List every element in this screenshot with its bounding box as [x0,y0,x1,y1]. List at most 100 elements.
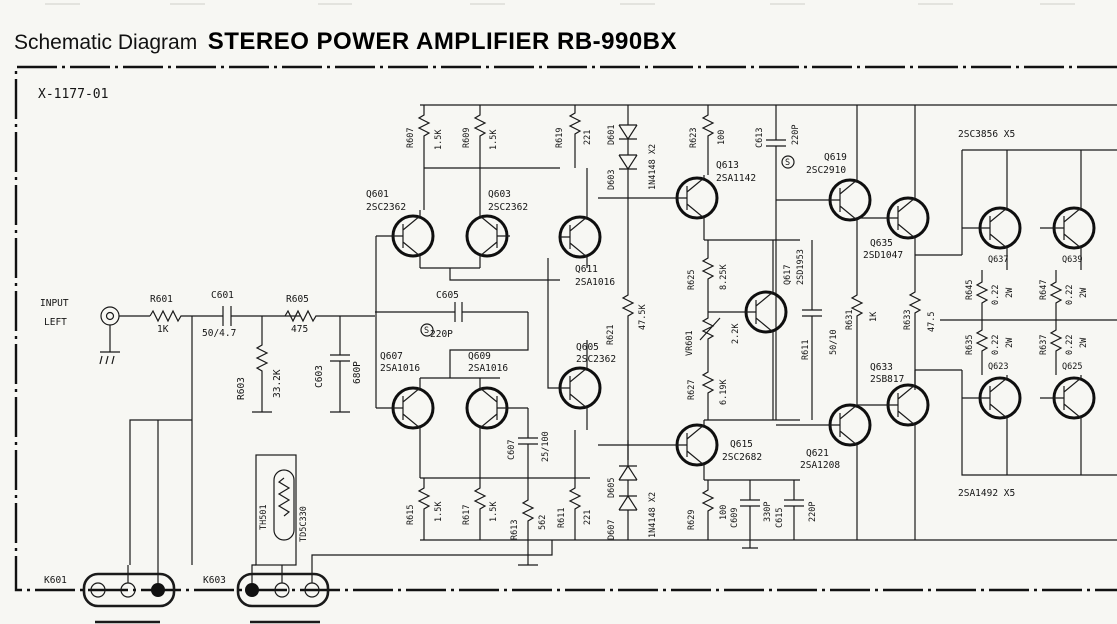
svg-text:2SD1953: 2SD1953 [796,249,806,285]
svg-text:2SC2362: 2SC2362 [576,354,616,365]
r603-symbol [252,316,272,413]
svg-text:R621: R621 [606,325,616,345]
svg-text:R623: R623 [689,128,699,148]
svg-text:C603: C603 [314,365,325,388]
svg-text:680P: 680P [352,361,363,384]
svg-text:C613: C613 [755,128,765,148]
r605-symbol [284,309,375,323]
svg-text:TH501: TH501 [259,504,269,530]
header-title: STEREO POWER AMPLIFIER RB-990BX [207,28,678,55]
board-border [14,65,1117,592]
svg-text:2SC2910: 2SC2910 [806,165,846,176]
svg-text:Q619: Q619 [824,152,847,163]
svg-text:Q635: Q635 [870,238,893,249]
svg-text:D607: D607 [607,520,617,540]
svg-text:2.2K: 2.2K [731,323,741,344]
diagram-header: Schematic Diagram STEREO POWER AMPLIFIER… [14,28,677,56]
svg-text:Q621: Q621 [806,448,829,459]
svg-text:R647: R647 [1039,280,1049,300]
svg-text:2W: 2W [1005,287,1015,298]
svg-text:Q609: Q609 [468,351,491,362]
input-section: INPUT LEFT R601 1K C601 50/4.7 R603 33.2… [40,290,375,565]
svg-text:R611: R611 [557,508,567,528]
svg-text:VR601: VR601 [685,330,695,356]
r601-symbol [149,309,215,323]
svg-text:R603: R603 [236,377,247,400]
svg-text:R631: R631 [845,310,855,330]
svg-text:2W: 2W [1079,337,1089,348]
svg-text:R613: R613 [510,520,520,540]
svg-text:Q603: Q603 [488,189,511,200]
vas-stage: R623 100 Q613 2SA1142 C613 220P S R625 8… [598,105,839,549]
svg-text:R645: R645 [965,280,975,300]
input-label-2: LEFT [44,317,67,328]
svg-text:1.5K: 1.5K [489,501,499,522]
svg-text:R609: R609 [462,128,472,148]
svg-text:C609: C609 [730,508,740,528]
svg-text:R625: R625 [687,270,697,290]
svg-text:2W: 2W [1079,287,1089,298]
svg-text:0.22: 0.22 [991,285,1001,305]
svg-text:221: 221 [583,130,593,145]
svg-text:1K: 1K [157,324,169,335]
connector-k601: K601 [44,420,176,624]
svg-text:C607: C607 [507,440,517,460]
svg-text:R629: R629 [687,510,697,530]
svg-text:33.2K: 33.2K [272,369,283,398]
svg-text:221: 221 [583,510,593,525]
svg-text:2SA1492 X5: 2SA1492 X5 [958,488,1015,499]
svg-text:2SC2682: 2SC2682 [722,452,762,463]
svg-text:R627: R627 [687,380,697,400]
svg-text:R601: R601 [150,294,173,305]
svg-text:220P: 220P [430,329,453,340]
svg-text:6.19K: 6.19K [719,379,729,405]
input-jack [100,306,120,326]
thermistor: TH501 TD5C330 [255,454,309,566]
svg-text:1K: 1K [869,311,879,322]
svg-text:C605: C605 [436,290,459,301]
svg-text:1.5K: 1.5K [434,129,444,150]
svg-text:0.22: 0.22 [1065,285,1075,305]
svg-text:TD5C330: TD5C330 [299,506,309,542]
svg-text:330P: 330P [763,502,773,522]
svg-text:Q601: Q601 [366,189,389,200]
svg-text:25/100: 25/100 [541,431,551,462]
svg-text:8.25K: 8.25K [719,264,729,290]
svg-text:K601: K601 [44,575,67,586]
svg-text:2W: 2W [1005,337,1015,348]
svg-text:R619: R619 [555,128,565,148]
svg-text:C601: C601 [211,290,234,301]
svg-text:R611: R611 [801,340,811,360]
input-stage: R607 1.5K R609 1.5K Q601 2SC2362 Q603 2S… [366,105,658,566]
svg-text:2SB817: 2SB817 [870,374,904,385]
svg-text:0.22: 0.22 [1065,335,1075,355]
svg-text:Q613: Q613 [716,160,739,171]
svg-text:D605: D605 [607,478,617,498]
svg-text:R615: R615 [406,505,416,525]
svg-text:R637: R637 [1039,335,1049,355]
svg-text:1N4148 X2: 1N4148 X2 [648,144,658,190]
svg-text:475: 475 [291,324,308,335]
svg-text:C615: C615 [775,508,785,528]
svg-text:D603: D603 [607,170,617,190]
svg-text:Q617: Q617 [783,265,793,285]
svg-text:2SD1047: 2SD1047 [863,250,903,261]
svg-text:2SA1142: 2SA1142 [716,173,756,184]
svg-text:2SA1016: 2SA1016 [575,277,615,288]
svg-text:Q637: Q637 [988,255,1008,265]
driver-stage: Q619 2SC2910 Q635 2SD1047 R631 1K R633 4… [776,105,937,540]
svg-text:2SA1016: 2SA1016 [468,363,508,374]
header-prefix: Schematic Diagram [14,31,198,54]
svg-text:1N4148 X2: 1N4148 X2 [648,492,658,538]
svg-text:R635: R635 [965,335,975,355]
svg-text:100: 100 [719,505,729,520]
svg-text:R605: R605 [286,294,309,305]
svg-text:R633: R633 [903,310,913,330]
svg-text:220P: 220P [791,125,801,145]
svg-text:S: S [785,158,790,168]
svg-text:Q623: Q623 [988,362,1008,372]
svg-text:2SA1208: 2SA1208 [800,460,840,471]
svg-text:1.5K: 1.5K [489,129,499,150]
connector-k603: K603 [203,540,553,624]
